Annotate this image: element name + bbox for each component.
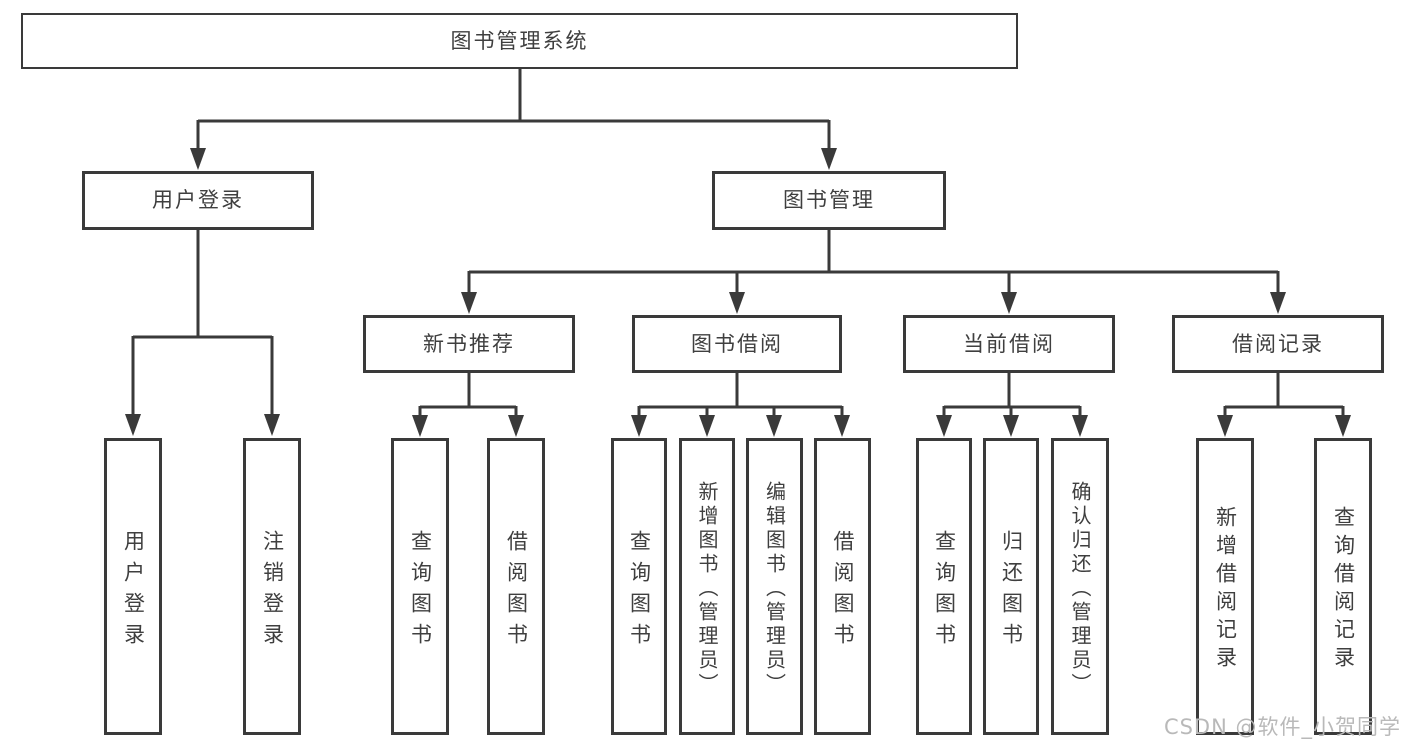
node-label: 图书管理 [783, 188, 875, 212]
node-label: 新增借阅记录 [1213, 506, 1238, 674]
node-current-borrow: 当前借阅 [903, 315, 1115, 373]
node-label: 查询借阅记录 [1331, 506, 1356, 674]
node-label: 确认归还（管理员） [1068, 480, 1092, 697]
node-book-management: 图书管理 [712, 171, 946, 230]
node-book-borrow: 图书借阅 [632, 315, 842, 373]
node-user-login: 用户登录 [82, 171, 314, 230]
node-label: 借阅记录 [1232, 331, 1324, 356]
node-label: 查询图书 [627, 529, 652, 654]
node-label: 图书管理系统 [450, 28, 589, 53]
node-root-system: 图书管理系统 [21, 13, 1018, 69]
leaf-add-borrow-record: 新增借阅记录 [1196, 438, 1254, 735]
leaf-borrow-books-recommend: 借阅图书 [487, 438, 545, 735]
node-label: 当前借阅 [963, 331, 1055, 356]
node-label: 借阅图书 [831, 529, 855, 654]
leaf-user-login: 用户登录 [104, 438, 162, 735]
node-borrow-records: 借阅记录 [1172, 315, 1384, 373]
leaf-query-books-current: 查询图书 [916, 438, 972, 735]
node-label: 编辑图书（管理员） [762, 480, 787, 697]
node-label: 归还图书 [999, 529, 1024, 654]
leaf-query-borrow-record: 查询借阅记录 [1314, 438, 1372, 735]
csdn-watermark: CSDN @软件_小贺同学 [1163, 715, 1401, 739]
leaf-edit-book-admin: 编辑图书（管理员） [746, 438, 803, 735]
node-label: 用户登录 [121, 529, 146, 654]
leaf-add-book-admin: 新增图书（管理员） [679, 438, 735, 735]
node-label: 用户登录 [152, 188, 244, 212]
leaf-query-books-borrow: 查询图书 [611, 438, 667, 735]
node-label: 查询图书 [408, 529, 433, 654]
leaf-borrow-books: 借阅图书 [814, 438, 871, 735]
node-label: 注销登录 [260, 529, 285, 654]
arrowheads [125, 148, 1351, 437]
node-label: 新增图书（管理员） [695, 480, 719, 697]
leaf-logout: 注销登录 [243, 438, 301, 735]
leaf-query-books-recommend: 查询图书 [391, 438, 449, 735]
leaf-return-books: 归还图书 [983, 438, 1039, 735]
node-label: 新书推荐 [423, 331, 515, 356]
leaf-confirm-return-admin: 确认归还（管理员） [1051, 438, 1109, 735]
node-label: 查询图书 [932, 529, 957, 654]
node-label: 图书借阅 [691, 331, 783, 356]
node-new-book-recommend: 新书推荐 [363, 315, 575, 373]
node-label: 借阅图书 [504, 529, 529, 654]
